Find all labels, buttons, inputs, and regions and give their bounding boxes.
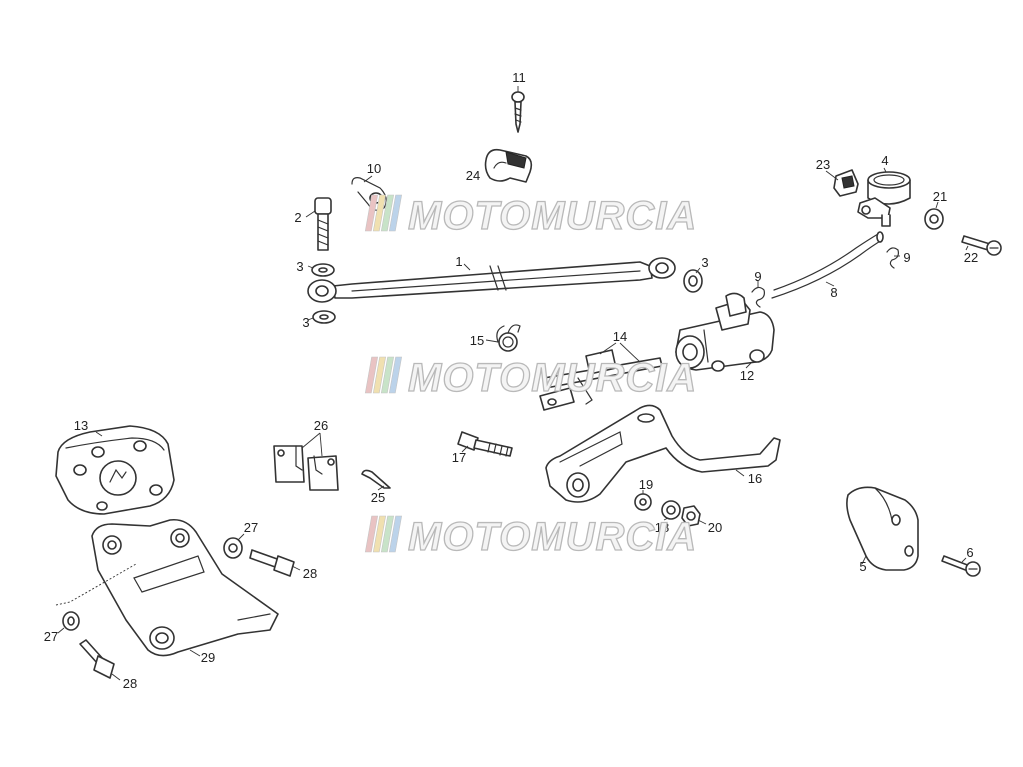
part-28-bolt-upper [249, 549, 295, 577]
part-5-cover [846, 486, 919, 571]
part-16-brake-pedal [545, 404, 781, 503]
callout-19: 19 [639, 477, 653, 492]
callout-4: 4 [881, 153, 888, 168]
part-27-washer-upper [223, 537, 243, 559]
part-3-washer-top [311, 263, 335, 277]
callout-labels: 1 2 3 3 3 4 5 6 8 9 9 10 11 12 13 14 15 … [44, 70, 978, 691]
part-18-washer [661, 500, 681, 520]
callout-3: 3 [296, 259, 303, 274]
callout-24: 24 [466, 168, 480, 183]
callout-11: 11 [512, 70, 526, 85]
watermark-text: MOTOMURCIA [408, 356, 697, 400]
callout-28: 28 [123, 676, 137, 691]
watermark-stripes [364, 194, 403, 232]
part-26-brake-pad-left [273, 445, 305, 483]
part-27-washer-lower [62, 611, 80, 631]
callout-25: 25 [371, 490, 385, 505]
part-14-push-rod [539, 349, 663, 411]
callout-23: 23 [816, 157, 830, 172]
watermark-text: MOTOMURCIA [408, 515, 697, 559]
watermark-stripes [364, 515, 403, 553]
part-15-spring [496, 324, 521, 352]
callout-9: 9 [903, 250, 910, 265]
part-24-guide-clip [484, 148, 533, 183]
callout-21: 21 [933, 189, 947, 204]
callout-18: 18 [655, 520, 669, 535]
watermark-top: MOTOMURCIA [364, 193, 697, 239]
leader-lines [55, 86, 969, 681]
callout-15: 15 [470, 333, 484, 348]
part-3-washer-right [683, 269, 703, 293]
callout-29: 29 [201, 650, 215, 665]
part-25-cotter-pin [361, 469, 391, 489]
part-1-brake-hose [307, 257, 676, 303]
part-13-brake-caliper [55, 425, 175, 515]
callout-3: 3 [701, 255, 708, 270]
callout-16: 16 [748, 471, 762, 486]
part-22-screw [961, 235, 1002, 256]
callout-20: 20 [708, 520, 722, 535]
callout-1: 1 [455, 254, 462, 269]
part-6-screw [941, 555, 981, 577]
part-20-nut [681, 505, 701, 527]
callout-13: 13 [74, 418, 88, 433]
callout-14: 14 [613, 329, 627, 344]
watermark-stripes [364, 356, 403, 394]
watermark-bottom: MOTOMURCIA [364, 514, 697, 560]
part-19-washer [634, 493, 652, 511]
callout-2: 2 [294, 210, 301, 225]
callout-8: 8 [830, 285, 837, 300]
callout-27: 27 [44, 629, 58, 644]
callout-9: 9 [754, 269, 761, 284]
callout-3: 3 [302, 315, 309, 330]
callout-10: 10 [367, 161, 381, 176]
callout-28: 28 [303, 566, 317, 581]
part-28-bolt-lower [79, 639, 115, 679]
callout-5: 5 [859, 559, 866, 574]
callout-12: 12 [740, 368, 754, 383]
callout-6: 6 [966, 545, 973, 560]
part-21-washer [924, 208, 944, 230]
part-11-screw [511, 91, 525, 133]
part-2-banjo-bolt [314, 197, 332, 251]
watermark-text: MOTOMURCIA [408, 194, 697, 238]
part-29-caliper-bracket [91, 518, 279, 657]
part-3-washer-bottom [312, 310, 336, 324]
part-9-clip-left [751, 286, 765, 308]
part-17-bolt [457, 431, 513, 457]
part-26-brake-pad-right [307, 455, 339, 491]
callout-27: 27 [244, 520, 258, 535]
callout-22: 22 [964, 250, 978, 265]
callout-26: 26 [314, 418, 328, 433]
part-8-reservoir-hose [771, 231, 884, 299]
callout-17: 17 [452, 450, 466, 465]
part-12-master-cylinder [675, 292, 775, 372]
part-4-fluid-reservoir [857, 171, 911, 227]
part-23-clip [833, 169, 859, 197]
watermark-middle: MOTOMURCIA [364, 355, 697, 401]
part-9-clip-right [886, 247, 899, 269]
